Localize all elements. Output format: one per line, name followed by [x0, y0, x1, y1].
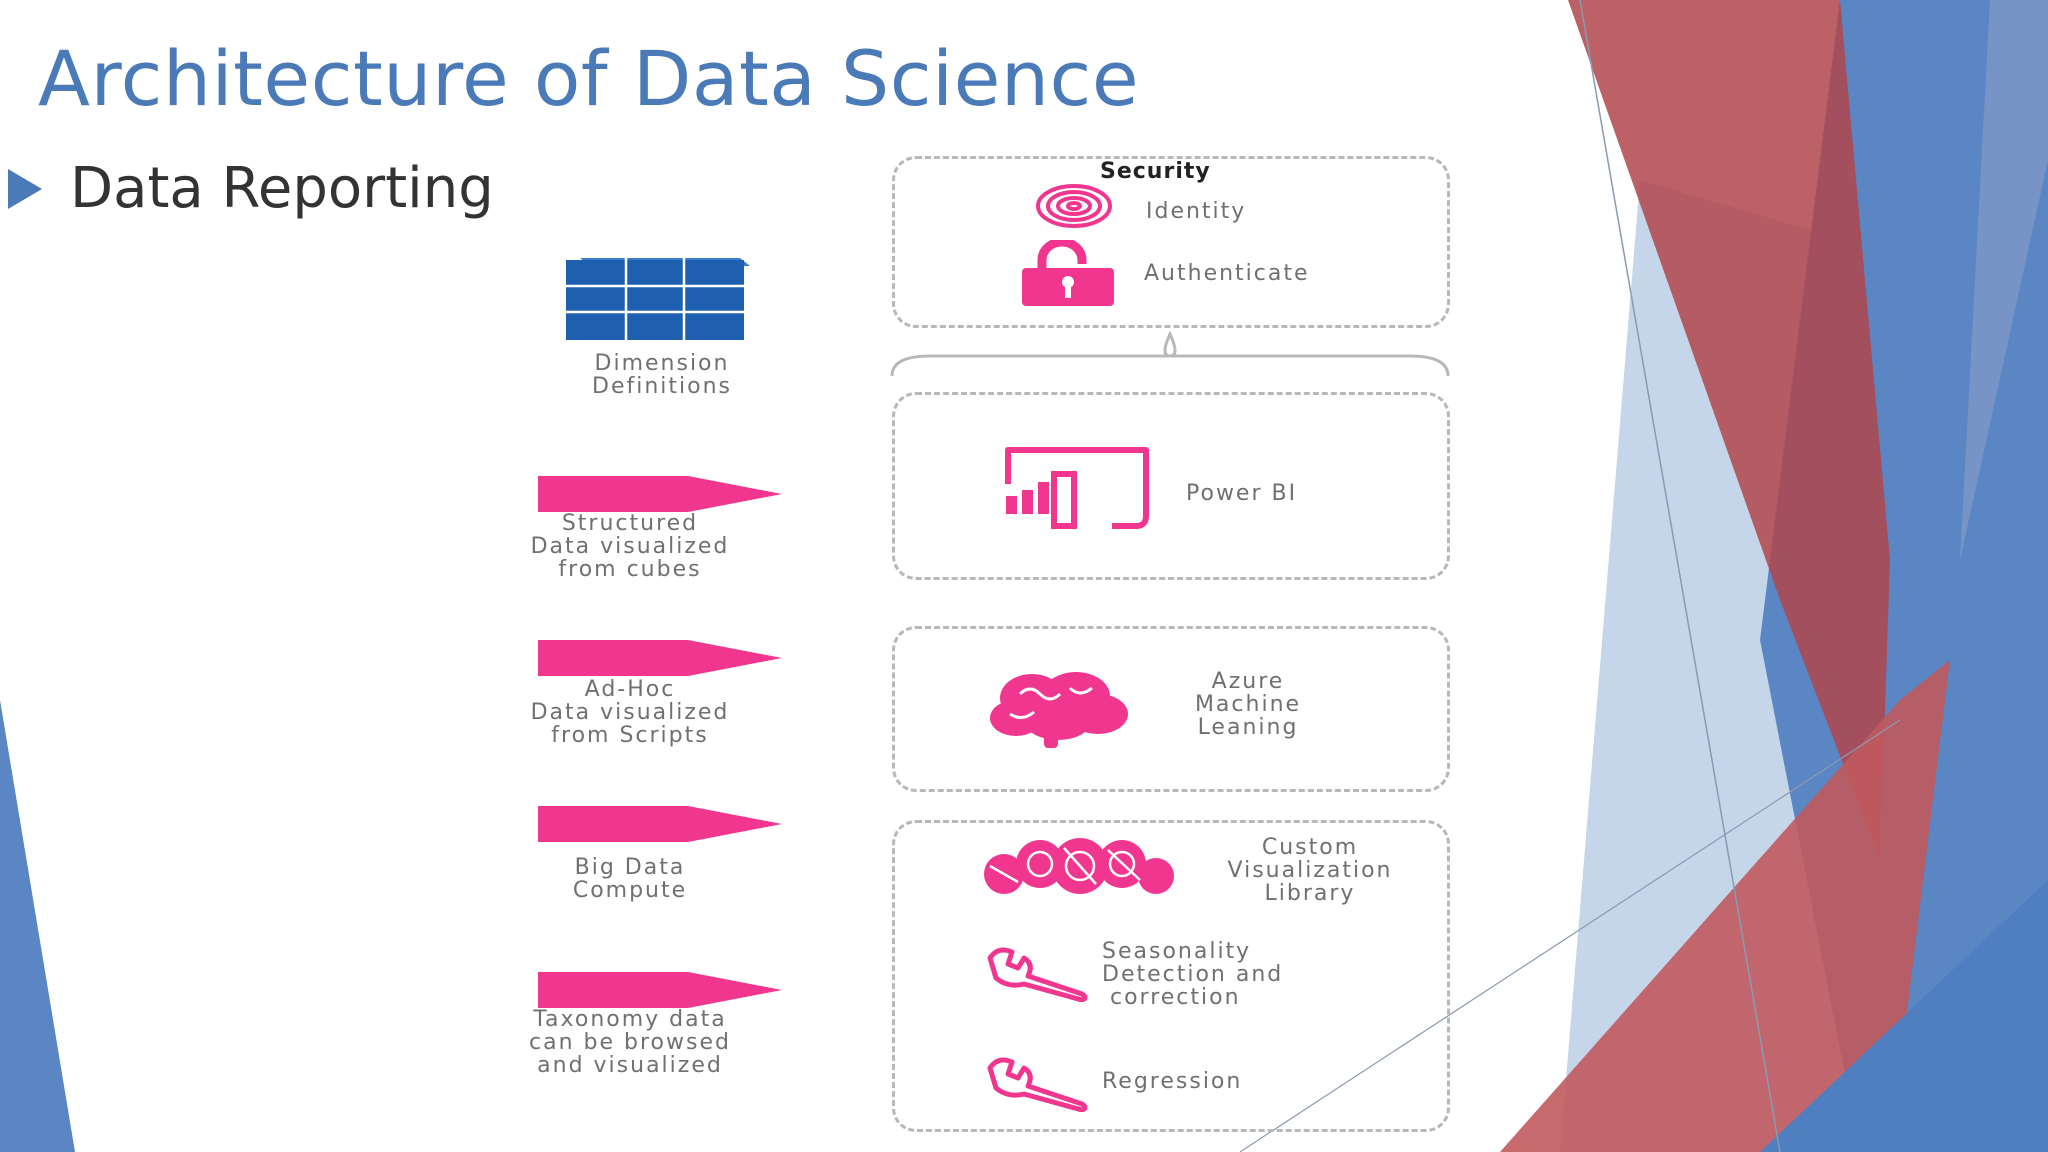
deco-red-panel-bottom	[1500, 660, 1950, 1152]
adhoc-data-label: Ad-Hoc Data visualized from Scripts	[530, 677, 730, 749]
powerbi-box	[892, 392, 1450, 580]
big-data-label: Big Data Compute	[572, 855, 688, 904]
brace-connector	[890, 330, 1450, 377]
cube-icon	[566, 258, 750, 340]
pink-arrow-icon	[538, 972, 782, 1008]
tools-box	[892, 820, 1450, 1132]
bullet-item: Data Reporting	[8, 156, 494, 221]
custom-viz-label: Custom Visualization Library	[1227, 835, 1393, 907]
deco-red-panel-top	[1568, 0, 1890, 860]
azure-ml-label: Azure Machine Leaning	[1194, 669, 1302, 741]
pink-arrow-icon	[538, 640, 782, 676]
slide-title: Architecture of Data Science	[38, 34, 1140, 123]
brain-icon	[990, 672, 1128, 748]
deco-thin-line-1	[1579, 0, 1781, 1152]
regression-label: Regression	[1102, 1069, 1243, 1094]
structured-data-label: Structured Data visualized from cubes	[530, 511, 730, 583]
pink-arrow-icon	[538, 806, 782, 842]
pink-arrow-icon	[538, 476, 782, 512]
bullet-arrow-icon	[8, 168, 42, 209]
deco-blue-lower	[1760, 880, 2048, 1152]
authenticate-label: Authenticate	[1144, 261, 1310, 286]
identity-label: Identity	[1146, 199, 1247, 224]
powerbi-label: Power BI	[1186, 481, 1298, 506]
fingerprint-icon	[1036, 184, 1112, 228]
deco-thin-line-2	[1239, 719, 1901, 1152]
seasonality-label: Seasonality Detection and correction	[1102, 939, 1284, 1011]
deco-blue-stripe	[1960, 0, 2048, 560]
security-box	[892, 156, 1450, 328]
azure-ml-box	[892, 626, 1450, 792]
taxonomy-label: Taxonomy data can be browsed and visuali…	[529, 1007, 731, 1079]
wrench-icon	[987, 1057, 1088, 1112]
bullet-text: Data Reporting	[70, 156, 494, 221]
left-edge-shape	[0, 700, 75, 1152]
powerbi-icon	[1005, 447, 1149, 529]
padlock-icon	[1022, 240, 1114, 306]
wrench-icon	[987, 947, 1088, 1002]
network-cluster-icon	[984, 838, 1174, 894]
security-title: Security	[1100, 159, 1211, 184]
dimension-definitions-label: Dimension Definitions	[592, 351, 732, 400]
